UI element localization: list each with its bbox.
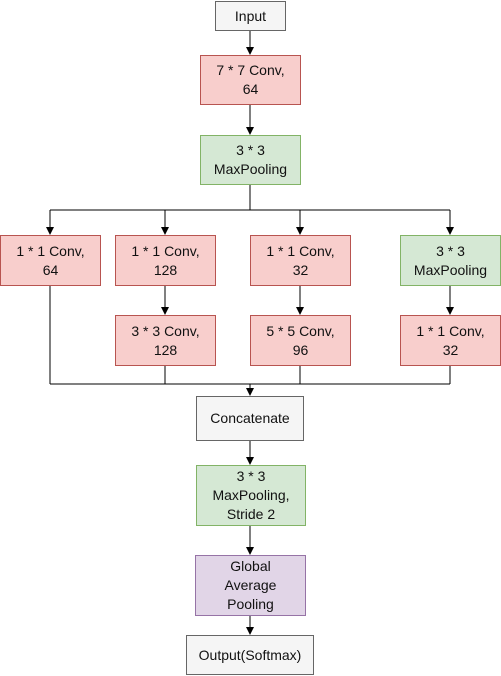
concatenate-node: Concatenate — [196, 396, 304, 441]
maxpool1-node: 3 * 3 MaxPooling — [200, 135, 301, 185]
b2-conv1-node: 1 * 1 Conv, 128 — [115, 235, 216, 286]
b3-conv1-node: 1 * 1 Conv, 32 — [250, 235, 351, 286]
b4-maxpool-node: 3 * 3 MaxPooling — [400, 235, 501, 286]
output-node: Output(Softmax) — [186, 635, 314, 675]
conv7-node: 7 * 7 Conv, 64 — [200, 55, 301, 105]
b3-conv5-node: 5 * 5 Conv, 96 — [250, 315, 351, 366]
gap-node: Global Average Pooling — [195, 555, 306, 616]
b2-conv3-node: 3 * 3 Conv, 128 — [115, 315, 216, 366]
b4-conv1-node: 1 * 1 Conv, 32 — [400, 315, 501, 366]
maxpool2-node: 3 * 3 MaxPooling, Stride 2 — [196, 465, 306, 526]
b1-conv1-node: 1 * 1 Conv, 64 — [0, 235, 101, 286]
input-node: Input — [215, 1, 286, 31]
